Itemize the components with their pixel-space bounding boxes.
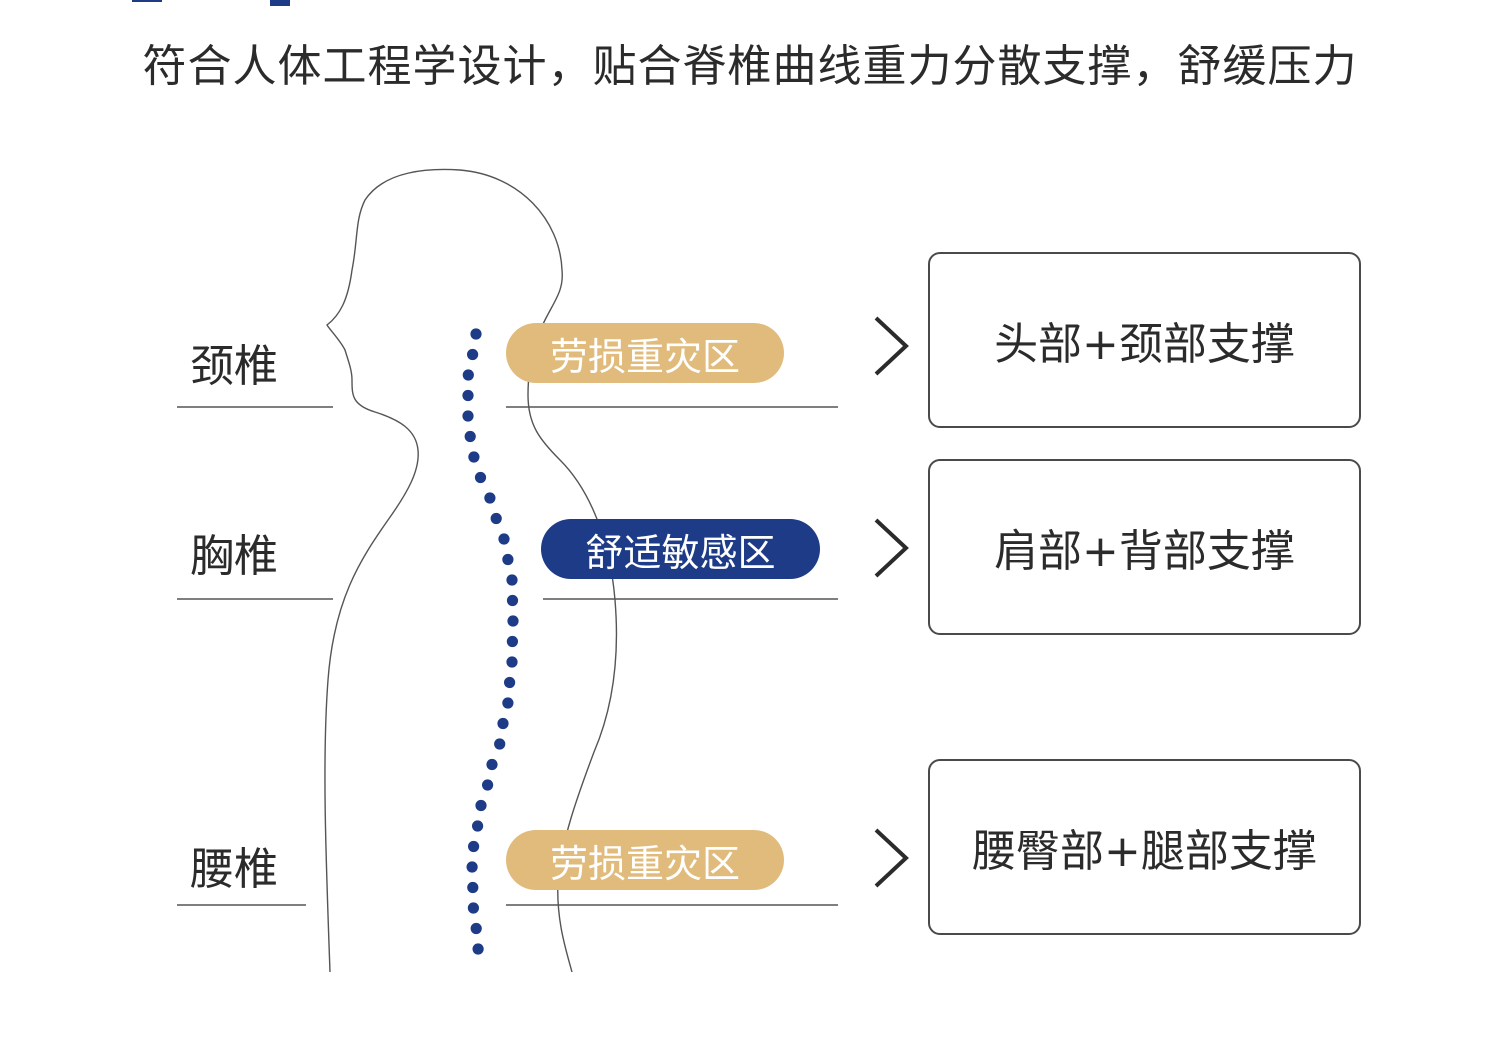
spine-dot [475, 800, 486, 811]
spine-dot [497, 718, 508, 729]
tag-comfort-zone-back: 舒适敏感区 [541, 519, 820, 579]
tag-strain-zone-lumbar: 劳损重灾区 [506, 830, 784, 890]
spine-dot [498, 533, 509, 544]
spine-dot [462, 410, 473, 421]
spine-dot [467, 882, 478, 893]
spine-dot [486, 759, 497, 770]
label-thoracic: 胸椎 [190, 520, 278, 584]
spine-dot [463, 369, 474, 380]
chevron-right-icon [876, 830, 906, 886]
spine-dot [494, 738, 505, 749]
spine-dot [467, 349, 478, 360]
chevron-right-icon [876, 318, 906, 374]
label-lumbar: 腰椎 [190, 833, 278, 897]
support-box-head-neck: 头部+颈部支撑 [928, 252, 1361, 428]
spine-dot [502, 697, 513, 708]
support-box-shoulder-back: 肩部+背部支撑 [928, 459, 1361, 635]
spine-dot [507, 595, 518, 606]
spine-dot [507, 615, 518, 626]
spine-dot [482, 779, 493, 790]
spine-dot [473, 943, 484, 954]
chevron-right-icon [876, 520, 906, 576]
spine-dot [470, 328, 481, 339]
spine-dot [471, 923, 482, 934]
spine-dot [502, 554, 513, 565]
support-box-hip-leg: 腰臀部+腿部支撑 [928, 759, 1361, 935]
spine-dot [484, 492, 495, 503]
spine-dot [506, 656, 517, 667]
spine-dot [467, 861, 478, 872]
spine-dot [491, 513, 502, 524]
spine-dot [506, 574, 517, 585]
spine-dot [462, 390, 473, 401]
spine-dot [465, 431, 476, 442]
spine-dot [468, 902, 479, 913]
spine-dot [468, 451, 479, 462]
spine-dot [472, 820, 483, 831]
spine-dot [504, 677, 515, 688]
spine-dot [468, 841, 479, 852]
spine-dot [507, 636, 518, 647]
spine-dot [475, 472, 486, 483]
tag-strain-zone-neck: 劳损重灾区 [506, 323, 784, 383]
label-cervical: 颈椎 [190, 330, 278, 394]
